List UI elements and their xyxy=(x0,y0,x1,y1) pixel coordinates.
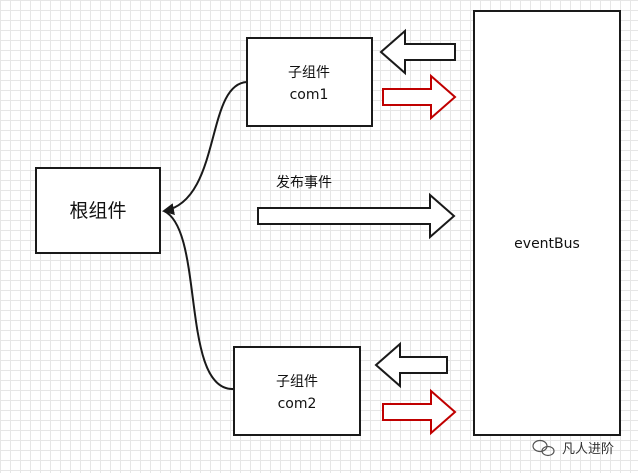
connector-com1-to-root xyxy=(162,81,248,216)
child-component-com1-box xyxy=(246,37,373,127)
wechat-icon xyxy=(532,439,555,457)
com2-send-arrow xyxy=(382,388,457,436)
event-bus-label: eventBus xyxy=(514,236,580,252)
root-component-box xyxy=(35,167,161,254)
watermark: 凡人进阶 xyxy=(532,439,614,457)
emit-event-label: 发布事件 xyxy=(276,175,332,191)
com1-receive-arrow xyxy=(379,28,456,76)
com1-send-arrow xyxy=(382,73,457,121)
child-component-com2-title: 子组件 xyxy=(276,374,318,390)
com2-receive-arrow xyxy=(374,341,448,389)
child-component-com2-name: com2 xyxy=(278,396,317,412)
root-component-label: 根组件 xyxy=(69,200,126,222)
event-bus-box xyxy=(473,10,621,436)
emit-event-arrow xyxy=(257,192,456,240)
child-component-com1-title: 子组件 xyxy=(288,65,330,81)
connector-com2-to-root xyxy=(163,210,235,391)
watermark-text: 凡人进阶 xyxy=(562,442,614,457)
child-component-com1-name: com1 xyxy=(290,87,329,103)
child-component-com2-box xyxy=(233,346,361,436)
